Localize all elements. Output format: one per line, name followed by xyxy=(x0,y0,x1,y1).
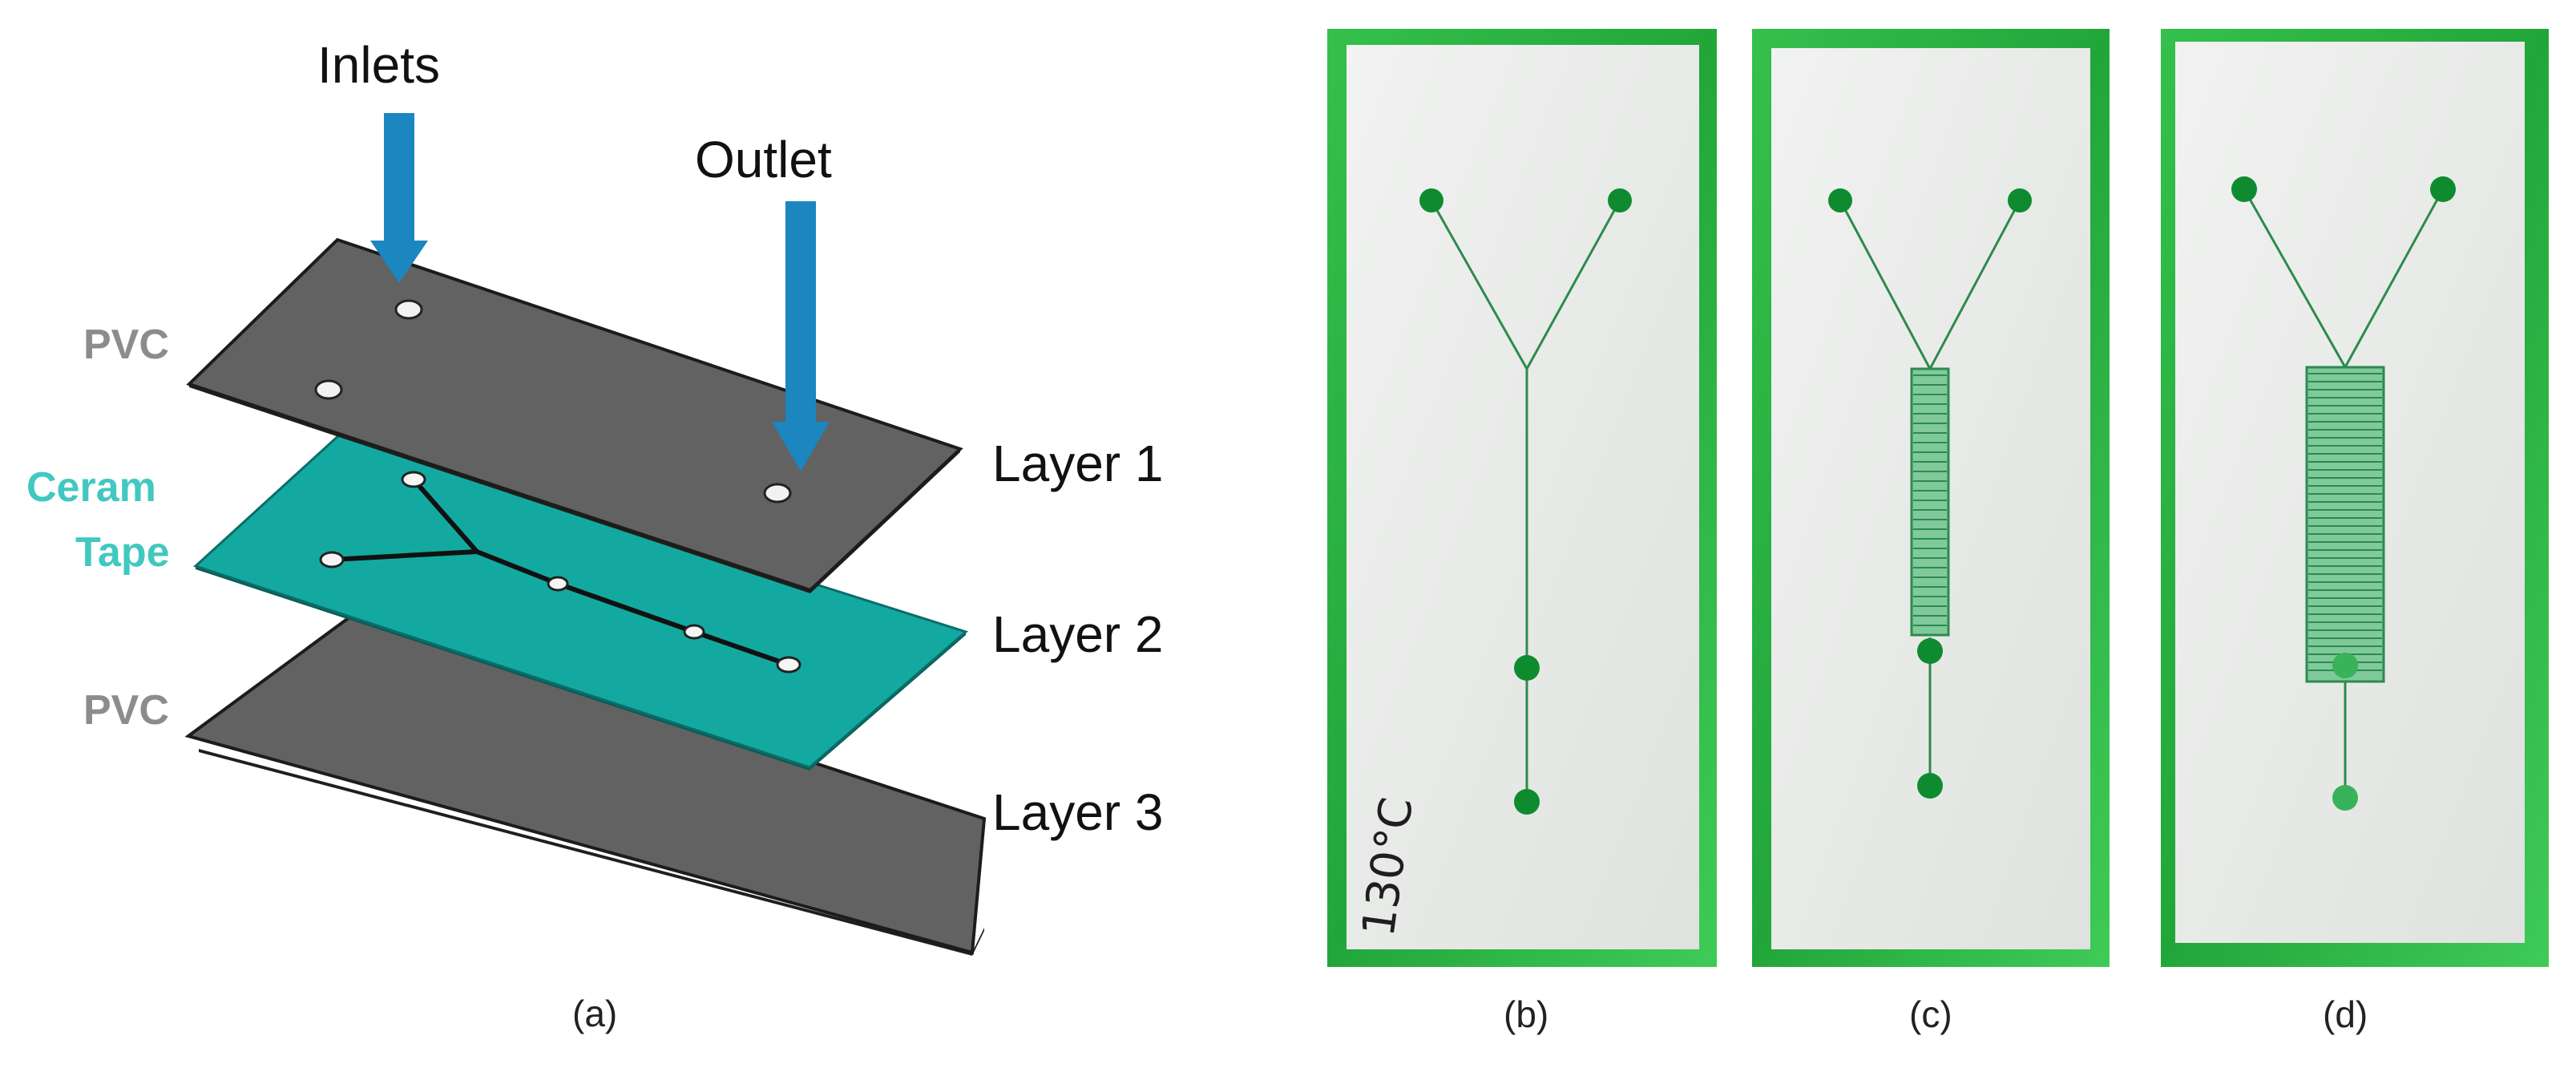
ceram-inlet-hole-1 xyxy=(401,471,426,488)
caption-a: (a) xyxy=(572,993,617,1034)
ceram-outlet-hole xyxy=(776,656,801,674)
ceram-channel-port-2 xyxy=(683,624,705,640)
pvc-inlet-hole-2 xyxy=(314,379,343,400)
inlet-arrow xyxy=(370,113,428,283)
ceram-channel-port-1 xyxy=(547,576,569,592)
outlet-label: Outlet xyxy=(695,131,832,188)
inlet-well xyxy=(1419,188,1443,212)
pvc-bottom-label: PVC xyxy=(83,687,169,734)
ceram-inlet-hole-2 xyxy=(319,551,345,568)
outlet-arrow xyxy=(772,201,830,471)
pvc-top-label: PVC xyxy=(83,322,169,368)
inlet-well xyxy=(2231,176,2257,202)
serpentine-mixer xyxy=(2305,366,2385,683)
middle-well xyxy=(2332,653,2358,678)
caption-c: (c) xyxy=(1909,993,1952,1035)
inlet-well xyxy=(1828,188,1852,212)
outlet-well xyxy=(2332,785,2358,811)
chip-photo-c xyxy=(1752,29,2110,967)
pvc-outlet-hole xyxy=(763,483,792,504)
middle-well xyxy=(1514,655,1540,681)
inlet-well xyxy=(2430,176,2456,202)
tape-label: Tape xyxy=(75,529,170,576)
outlet-well xyxy=(1917,773,1943,799)
chip-photo-b: 130°C xyxy=(1327,29,1717,967)
serpentine-mixer xyxy=(1910,367,1950,637)
layer-1-pvc-sheet xyxy=(186,237,963,593)
layer-2-ceram-tape-sheet xyxy=(193,432,969,771)
chip-photo-d xyxy=(2161,29,2549,967)
caption-b: (b) xyxy=(1504,993,1548,1035)
layer-1-label: Layer 1 xyxy=(992,435,1163,492)
pvc-inlet-hole-1 xyxy=(394,299,423,320)
layer-2-label: Layer 2 xyxy=(992,605,1163,663)
ceram-label: Ceram xyxy=(26,464,156,511)
layer-3-label: Layer 3 xyxy=(992,783,1163,841)
outlet-well xyxy=(1514,789,1540,815)
caption-d: (d) xyxy=(2323,993,2368,1035)
layer-3-pvc-sheet xyxy=(184,610,987,956)
inlet-well xyxy=(1608,188,1632,212)
exploded-layer-diagram: Inlets Outlet PVC Ceram Tape PVC Layer 1… xyxy=(26,36,1163,1034)
inlets-label: Inlets xyxy=(317,36,440,94)
middle-well xyxy=(1917,638,1943,664)
inlet-well xyxy=(2008,188,2032,212)
